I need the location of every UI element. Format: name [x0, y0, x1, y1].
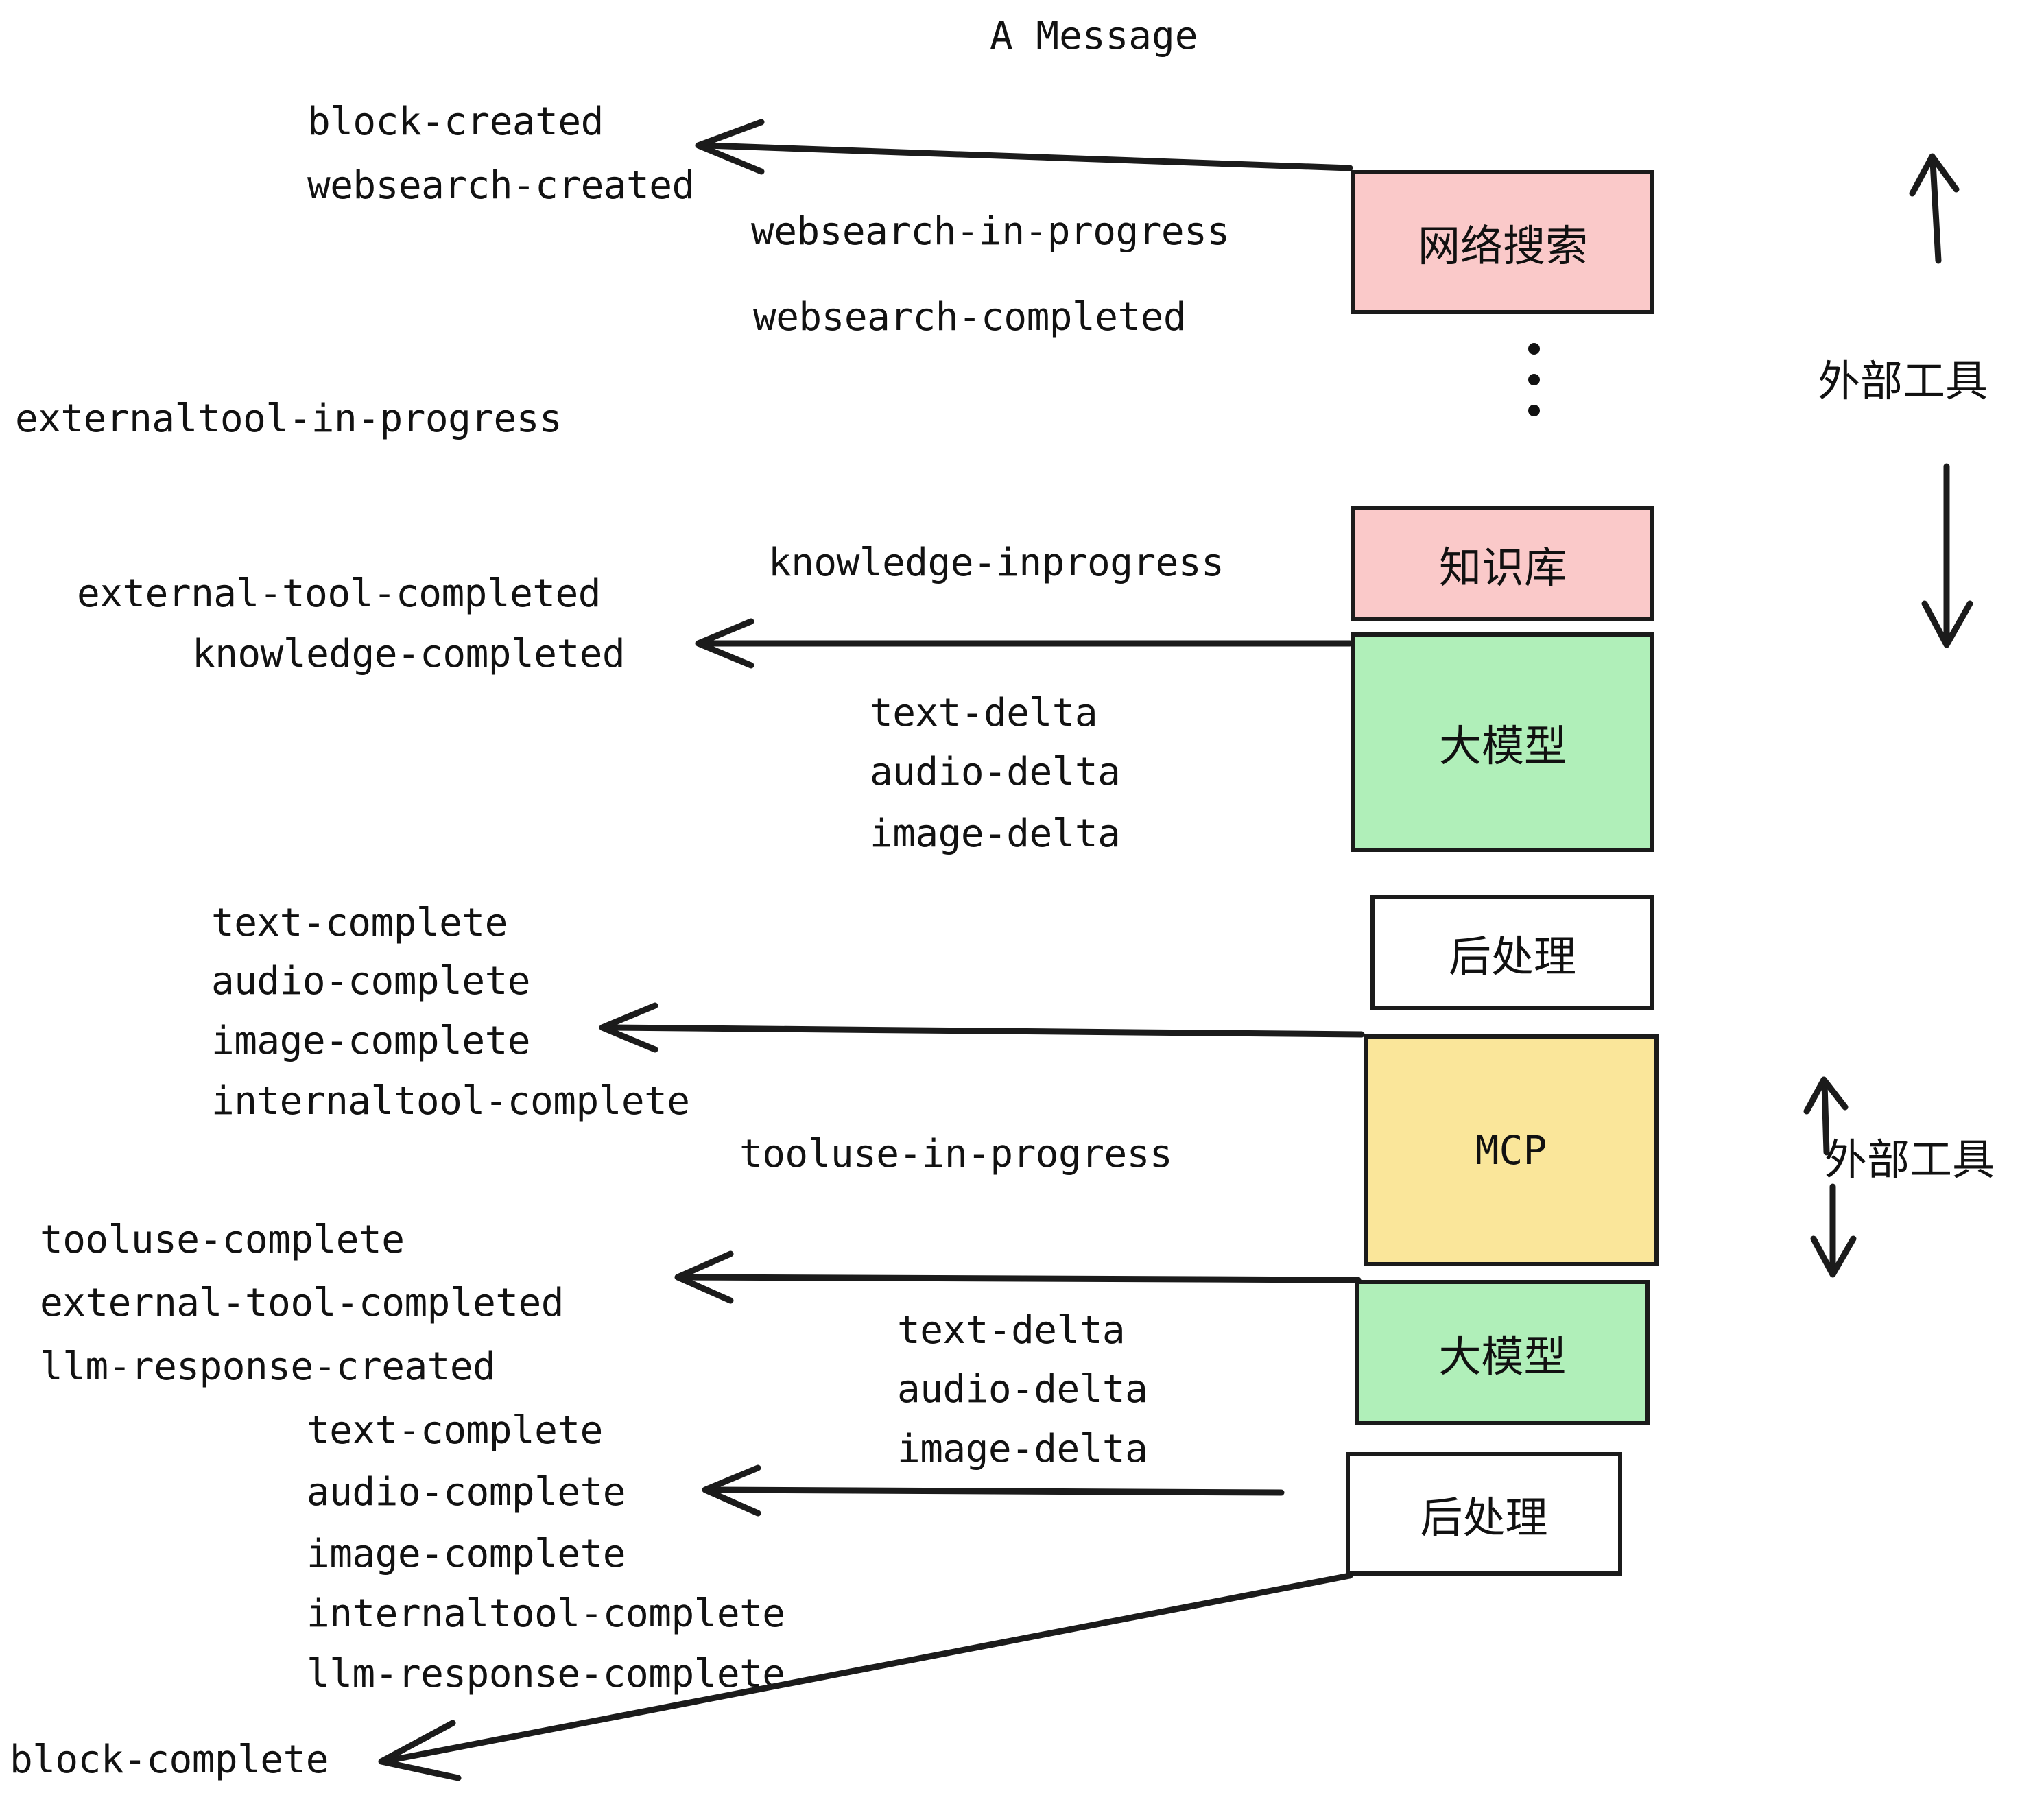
box-web-search[interactable]: 网络搜索: [1351, 170, 1654, 314]
box-label: 大模型: [1438, 721, 1567, 771]
event-websearch-in-progress: websearch-in-progress: [751, 209, 1230, 254]
external-tools-label-upper: 外部工具: [1818, 356, 1988, 406]
box-llm-lower[interactable]: 大模型: [1355, 1280, 1650, 1425]
event-websearch-created: websearch-created: [307, 163, 695, 208]
arrow-external-tools-lower-down: [1810, 1183, 1857, 1278]
event-external-tool-completed-1: external-tool-completed: [77, 571, 601, 616]
event-externaltool-in-progress: externaltool-in-progress: [15, 396, 562, 441]
event-tooluse-in-progress: tooluse-in-progress: [739, 1132, 1173, 1176]
event-text-delta-2: text-delta: [897, 1308, 1126, 1353]
event-image-delta-2: image-delta: [897, 1427, 1148, 1471]
box-mcp[interactable]: MCP: [1364, 1034, 1659, 1266]
event-text-complete-2: text-complete: [307, 1408, 603, 1453]
arrow-llm-lower-to-stream: [702, 1464, 1285, 1517]
box-label: 大模型: [1438, 1331, 1567, 1381]
event-websearch-completed: websearch-completed: [753, 295, 1187, 340]
box-label: 网络搜索: [1417, 221, 1588, 271]
event-image-complete-2: image-complete: [307, 1532, 626, 1576]
event-block-created: block-created: [307, 99, 604, 144]
box-postprocess-lower[interactable]: 后处理: [1346, 1452, 1622, 1576]
event-block-complete: block-complete: [10, 1737, 329, 1782]
page-title: A Message: [990, 14, 1198, 58]
event-internaltool-complete-2: internaltool-complete: [307, 1591, 785, 1636]
event-image-complete-1: image-complete: [211, 1019, 531, 1063]
event-audio-complete-1: audio-complete: [211, 959, 531, 1004]
box-label: 后处理: [1420, 1493, 1548, 1543]
box-postprocess-upper[interactable]: 后处理: [1370, 895, 1654, 1010]
ellipsis-dots: [1528, 343, 1540, 416]
box-label: MCP: [1475, 1127, 1547, 1174]
external-tools-label-lower: 外部工具: [1825, 1135, 1995, 1185]
arrow-knowledge-to-stream: [695, 618, 1353, 669]
box-label: 知识库: [1438, 543, 1567, 593]
event-knowledge-completed: knowledge-completed: [192, 632, 626, 676]
event-llm-response-created: llm-response-created: [40, 1344, 496, 1389]
event-audio-complete-2: audio-complete: [307, 1470, 626, 1515]
arrow-mcp-to-stream: [674, 1250, 1362, 1304]
event-text-complete-1: text-complete: [211, 901, 508, 945]
event-tooluse-complete: tooluse-complete: [40, 1218, 405, 1262]
event-knowledge-inprogress: knowledge-inprogress: [768, 541, 1224, 585]
box-label: 后处理: [1448, 931, 1576, 982]
event-audio-delta-1: audio-delta: [870, 750, 1121, 794]
event-audio-delta-2: audio-delta: [897, 1367, 1148, 1412]
event-external-tool-completed-2: external-tool-completed: [40, 1281, 564, 1325]
event-internaltool-complete-1: internaltool-complete: [211, 1079, 690, 1124]
arrow-websearch-to-stream: [695, 119, 1353, 175]
box-llm-upper[interactable]: 大模型: [1351, 632, 1654, 852]
event-text-delta-1: text-delta: [870, 691, 1098, 735]
event-image-delta-1: image-delta: [870, 811, 1121, 856]
arrow-postprocess-upper-to-stream: [599, 1002, 1365, 1053]
box-knowledge-base[interactable]: 知识库: [1351, 506, 1654, 621]
arrow-external-tools-upper-down: [1921, 463, 1973, 648]
arrow-external-tools-upper-up: [1909, 153, 1960, 264]
event-llm-response-complete: llm-response-complete: [307, 1652, 785, 1696]
